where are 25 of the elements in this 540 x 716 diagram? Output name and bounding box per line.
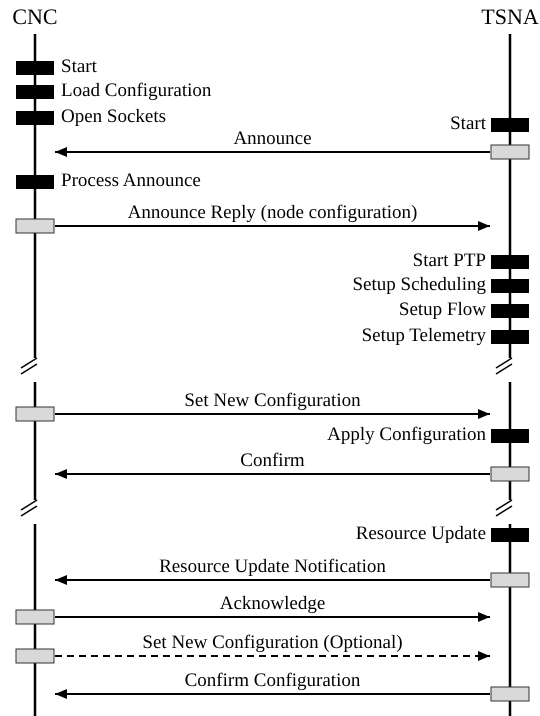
message-arrow	[55, 575, 490, 585]
step-label: Resource Update	[356, 523, 486, 545]
step-label: Setup Flow	[398, 299, 486, 321]
participant-label: CNC	[12, 4, 58, 30]
step-label: Open Sockets	[61, 106, 166, 128]
step-label: Setup Scheduling	[352, 274, 486, 296]
step-label: Setup Telemetry	[362, 325, 486, 347]
message-arrow	[55, 409, 490, 419]
edge-label: Resource Update Notification	[157, 557, 388, 577]
step-label: Load Configuration	[61, 80, 212, 102]
message-arrow	[55, 612, 490, 622]
message-arrow	[55, 651, 490, 661]
step-label: Start	[450, 113, 486, 135]
message-arrow	[55, 689, 490, 699]
message-arrow	[55, 221, 490, 231]
step-label: Apply Configuration	[327, 424, 486, 446]
message-arrow	[55, 147, 490, 157]
edge-label: Announce Reply (node configuration)	[126, 203, 420, 223]
step-label: Start PTP	[412, 250, 486, 272]
edge-label: Confirm Configuration	[182, 671, 362, 691]
step-label: Process Announce	[61, 170, 201, 192]
participant-label: TSNA	[481, 4, 539, 30]
step-label: Start	[61, 56, 97, 78]
edge-label: Acknowledge	[218, 594, 328, 614]
message-arrow	[55, 469, 490, 479]
